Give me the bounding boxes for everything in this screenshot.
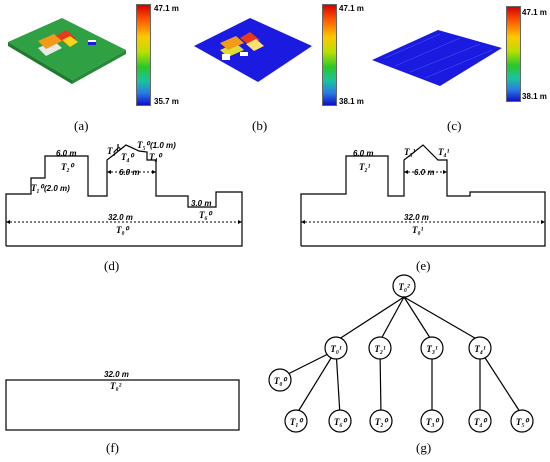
tree-l1-0: T₀¹ [330,344,342,354]
node-d-t6: T₆⁰ [199,210,213,220]
node-d-t5: T₅⁰ [137,140,151,150]
colorbar-a-min: 35.7 m [154,97,179,106]
node-d-t1: T₁⁰ [31,183,45,193]
dim-e-middle: 6.0 m [414,168,434,177]
colorbar-a [136,4,151,106]
point-cloud-a [8,18,126,84]
profile-e [300,144,546,247]
dim-d-small: 3.0 m [191,199,211,208]
dim-d-middle: 6.0 m [119,168,139,177]
dim-d-upper: 6.0 m [56,149,76,158]
small-object-a [88,40,96,45]
node-d-t4: T₄⁰ [121,152,135,162]
tree-l2-3: T₂⁰ [375,417,389,427]
dim-d-peak-step: (1.0 m) [150,141,176,150]
colorbar-c-max: 47.1 m [522,8,547,17]
colorbar-c [506,6,521,102]
dim-d-base: 32.0 m [108,213,133,222]
tree-l2-1: T₁⁰ [290,417,304,427]
colorbar-b-max: 47.1 m [339,4,364,13]
tree-edges [279,296,523,416]
colorbar-b-min: 38.1 m [339,97,364,106]
tree-l2-2: T₆⁰ [334,417,348,427]
tree-l1-1: T₂¹ [374,344,386,354]
tree-l2-4: T₃⁰ [426,417,440,427]
ground-plane-c [372,30,502,86]
node-e-t3: T₃¹ [404,147,416,157]
panel-label-a: (a) [74,118,89,133]
dim-e-base: 32.0 m [404,213,429,222]
tree-l2-0: T₀⁰ [274,376,288,386]
node-e-t2: T₂¹ [359,162,371,172]
panel-label-e: (e) [416,258,431,273]
tree-l2-5: T₄⁰ [474,417,488,427]
tree-root: T₀² [398,282,410,292]
building-a-1 [38,41,62,56]
point-cloud-c [372,30,502,86]
dim-f-base: 32.0 m [104,370,129,379]
node-e-t4: T₄¹ [438,147,450,157]
profile-d [5,144,243,247]
dim-e-upper: 6.0 m [353,149,373,158]
point-cloud-b [194,18,312,82]
panel-label-f: (f) [106,440,119,455]
node-f-t0: T₀² [110,381,122,391]
node-e-t0: T₀¹ [412,225,424,235]
node-d-t3: T₃⁰ [107,146,121,156]
dim-d-left-step: (2.0 m) [44,184,70,193]
colorbar-b [322,4,337,106]
node-d-t0: T₀⁰ [116,225,130,235]
panel-label-c: (c) [447,118,462,133]
colorbar-a-max: 47.1 m [154,4,179,13]
tree-l2-6: T₅⁰ [516,417,530,427]
panel-label-d: (d) [104,258,120,273]
tree-l1-3: T₄¹ [474,344,486,354]
colorbar-c-min: 38.1 m [522,92,547,101]
node-d-t4b: T₄⁰ [149,152,163,162]
profile-f [5,379,240,431]
tree-l1-2: T₃¹ [426,344,438,354]
ground-plane-a [8,18,126,80]
panel-label-b: (b) [252,118,268,133]
tree-nodes [268,274,534,433]
node-d-t2: T₂⁰ [61,162,75,172]
panel-label-g: (g) [416,440,432,455]
